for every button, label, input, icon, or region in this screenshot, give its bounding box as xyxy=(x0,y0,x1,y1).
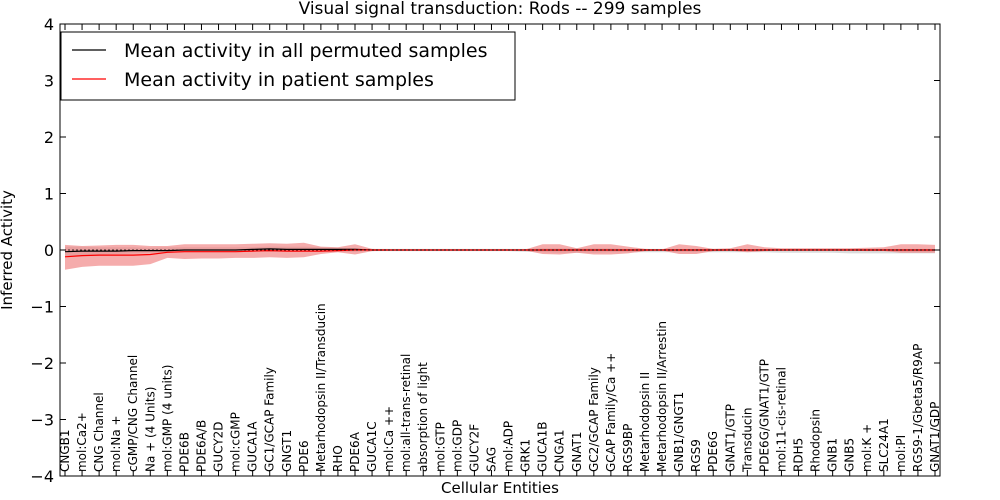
x-tick-label: GRK1 xyxy=(519,439,533,472)
y-tick-label: 3 xyxy=(44,72,54,91)
x-tick-label: CNG Channel xyxy=(92,392,106,472)
chart-title: Visual signal transduction: Rods -- 299 … xyxy=(299,0,702,19)
x-tick-label: mol:GMP (4 units) xyxy=(160,365,174,472)
x-tick-label: mol:Ca2+ xyxy=(75,412,89,472)
x-tick-label: PDE6G/GNAT1/GTP xyxy=(757,359,771,472)
x-tick-label: GNGT1 xyxy=(280,430,294,472)
x-tick-label: GUCY2F xyxy=(467,424,481,472)
legend-label-patient: Mean activity in patient samples xyxy=(124,69,434,91)
x-tick-label: RGS9 xyxy=(689,439,703,472)
x-tick-label: PDE6 xyxy=(297,440,311,472)
x-tick-label: Rhodopsin xyxy=(809,409,823,472)
confidence-bands xyxy=(65,242,935,270)
x-tick-label: SAG xyxy=(484,447,498,472)
y-tick-label: 1 xyxy=(44,185,54,204)
x-tick-label: SLC24A1 xyxy=(877,418,891,472)
x-tick-label: Metarhodopsin II/Arrestin xyxy=(655,321,669,472)
x-tick-label: mol:K + xyxy=(860,424,874,472)
x-tick-label: mol:Na + xyxy=(109,415,123,472)
x-tick-label: mol:GDP xyxy=(450,420,464,472)
x-tick-label: PDE6A/B xyxy=(194,420,208,472)
x-tick-label: mol:11-cis-retinal xyxy=(774,367,788,472)
x-tick-label: GNB5 xyxy=(843,438,857,472)
x-tick-label: absorption of light xyxy=(416,362,430,472)
y-tick-label: 4 xyxy=(44,15,54,34)
x-tick-label: Metarhodopsin II xyxy=(638,372,652,472)
y-tick-label: −2 xyxy=(30,354,54,373)
x-tick-label: Transducin xyxy=(740,408,754,473)
y-tick-label: 0 xyxy=(44,241,54,260)
x-tick-label: GNB1/GNGT1 xyxy=(672,392,686,472)
x-tick-label: RGS9BP xyxy=(621,424,635,472)
x-tick-label: mol:PI xyxy=(894,435,908,472)
x-tick-label: Metarhodopsin II/Transducin xyxy=(314,303,328,472)
y-tick-label: −4 xyxy=(30,467,54,486)
x-tick-label: GNAT1/GDP xyxy=(928,402,942,472)
x-tick-label: mol:Ca ++ xyxy=(382,406,396,472)
legend-box xyxy=(60,31,516,101)
x-tick-label: GNB1 xyxy=(826,438,840,472)
x-tick-label: PDE6A xyxy=(348,431,362,472)
x-tick-label: RDH5 xyxy=(792,438,806,472)
x-tick-label: CNGB1 xyxy=(58,429,72,472)
x-tick-label: GUCA1B xyxy=(536,421,550,472)
y-tick-label: −3 xyxy=(30,411,54,430)
x-tick-label: PDE6G xyxy=(706,431,720,472)
x-tick-label: mol:GTP xyxy=(433,422,447,472)
legend: Mean activity in all permuted samples Me… xyxy=(60,31,516,101)
x-tick-label: GNAT1/GTP xyxy=(723,404,737,472)
x-tick-label: RGS9-1/Gbeta5/R9AP xyxy=(911,344,925,472)
y-axis-ticks: 4 3 2 1 0 −1 −2 −3 −4 xyxy=(30,15,940,486)
x-tick-label: CNGA1 xyxy=(553,430,567,473)
x-tick-label: cGMP/CNG Channel xyxy=(126,355,140,472)
confidence-band-1 xyxy=(65,242,935,270)
x-tick-label: GUCA1C xyxy=(365,421,379,472)
y-axis-label: Inferred Activity xyxy=(0,190,16,310)
x-tick-label: GUCY2D xyxy=(212,422,226,472)
y-tick-label: 2 xyxy=(44,128,54,147)
x-tick-label: mol:all-trans-retinal xyxy=(399,354,413,472)
plot-frame xyxy=(59,23,941,477)
x-tick-label: RHO xyxy=(331,445,345,472)
x-tick-label: GNAT1 xyxy=(570,431,584,472)
x-tick-label: GC2/GCAP Family xyxy=(587,367,601,472)
y-tick-label: −1 xyxy=(30,298,54,317)
legend-label-permuted: Mean activity in all permuted samples xyxy=(124,40,487,62)
x-tick-label: GCAP Family/Ca ++ xyxy=(604,353,618,472)
x-tick-label: GUCA1A xyxy=(246,421,260,472)
x-axis-label: Cellular Entities xyxy=(441,479,559,497)
x-tick-label: mol:ADP xyxy=(502,421,516,472)
x-tick-label: Na + (4 Units) xyxy=(143,386,157,472)
x-tick-label: PDE6B xyxy=(177,432,191,472)
x-tick-label: GC1/GCAP Family xyxy=(263,367,277,472)
x-tick-label: mol:cGMP xyxy=(229,412,243,472)
